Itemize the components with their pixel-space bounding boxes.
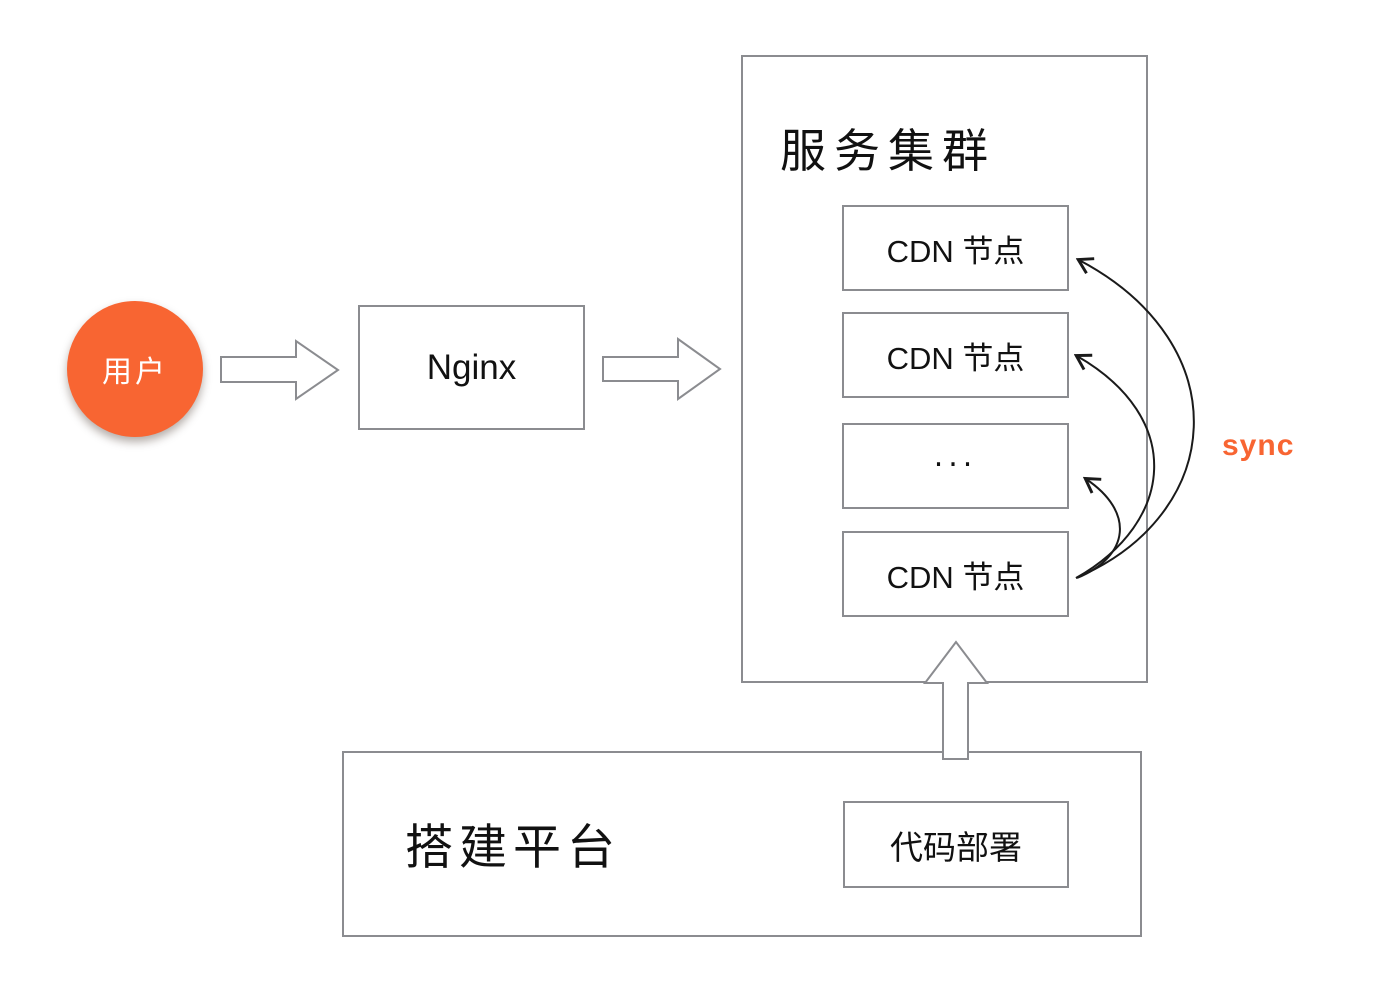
code-deploy-node: 代码部署 xyxy=(843,801,1069,888)
cdn-node-1-label: CDN 节点 xyxy=(886,233,1025,269)
cluster-title: 服务集群 xyxy=(780,125,996,177)
code-deploy-label: 代码部署 xyxy=(890,828,1022,866)
cdn-node-1: CDN 节点 xyxy=(842,205,1069,291)
arrow-user-to-nginx xyxy=(220,339,340,401)
nginx-label: Nginx xyxy=(426,347,517,387)
cdn-node-2: CDN 节点 xyxy=(842,312,1069,398)
arrow-nginx-to-cluster xyxy=(602,337,722,401)
platform-title: 搭建平台 xyxy=(405,821,622,875)
build-platform-group: 搭建平台 代码部署 xyxy=(342,751,1142,937)
user-node: 用户 xyxy=(67,301,203,437)
nginx-node: Nginx xyxy=(358,305,585,430)
ellipsis-node: ... xyxy=(842,423,1069,509)
ellipsis-label: ... xyxy=(933,438,978,474)
cdn-node-2-label: CDN 节点 xyxy=(886,340,1025,376)
server-cluster-group: 服务集群 CDN 节点 CDN 节点 ... CDN 节点 xyxy=(741,55,1148,683)
cdn-node-3-label: CDN 节点 xyxy=(886,559,1025,595)
user-label: 用户 xyxy=(102,356,168,389)
cdn-node-3: CDN 节点 xyxy=(842,531,1069,617)
sync-label: sync xyxy=(1222,429,1295,462)
